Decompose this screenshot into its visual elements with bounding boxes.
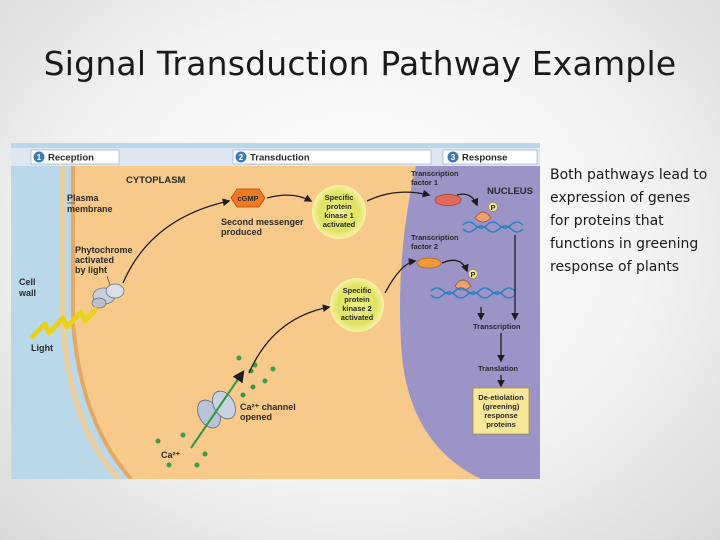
plasma-membrane-line [71,165,133,479]
kinase2-label-4: activated [341,313,374,322]
kinase1-label-4: activated [323,220,356,229]
caption-line-2: expression of genes [550,190,691,206]
phytochrome-label-3: by light [75,265,107,275]
tf2-label-1: Transcription [411,233,459,242]
response-box [472,387,530,435]
cell-wall-label-2: wall [18,288,36,298]
tf1-molecule [434,194,462,206]
dna-strand-2 [430,287,516,295]
translation-label: Translation [478,364,518,373]
caption-line-3: for proteins that [550,213,664,229]
kinase1-circle [312,185,366,239]
kinase1-label-1: Specific [325,193,354,202]
nucleus-label: NUCLEUS [487,186,533,197]
tf2-label-2: factor 2 [411,242,438,251]
ca-influx-arrow [190,370,245,449]
transcription-label: Transcription [473,322,521,331]
stage-badge-2 [235,151,247,163]
caption-line-1: Both pathways lead to [550,167,708,183]
ca-ion-label: Ca²⁺ [161,450,181,460]
stage-badge-1 [33,151,45,163]
kinase2-circle [330,278,384,332]
cell-wall-line [60,165,122,479]
caption: Both pathways lead to expression of gene… [550,164,718,279]
plasma-membrane-label-2: membrane [67,204,113,214]
kinase1-label-2: protein [326,202,352,211]
light-label: Light [31,343,53,353]
stage-label-transduction: Transduction [250,153,310,164]
tf1-bound [474,211,492,223]
phytochrome-receptor [91,283,125,309]
response-label-4: proteins [486,420,516,429]
ca-channel [197,390,236,429]
stage-badge-3 [447,151,459,163]
light-zigzag [29,306,99,340]
pathway-arrows [122,189,519,388]
kinase2-label-2: protein [344,295,370,304]
stage-number-1: 1 [37,153,42,162]
plasma-membrane-label-1: Plasma [67,193,100,203]
kinase2-label-3: kinase 2 [342,304,372,313]
tf1-label-1: Transcription [411,169,459,178]
tf2-phosphate [468,269,478,279]
tf1-phosphate [488,202,498,212]
kinase2-label-1: Specific [343,286,372,295]
tf2-molecule [416,257,442,269]
dna-strand-1 [462,221,524,229]
ca-channel-label-1: Ca²⁺ channel [240,402,296,412]
tf2-phosphate-label: P [470,270,475,279]
cgmp-label: cGMP [237,194,258,203]
ca-ions [155,355,276,468]
stage-number-3: 3 [451,153,456,162]
signal-pathway-diagram: 1 Reception 2 Transduction 3 Response CY… [11,143,540,479]
caption-line-4: functions in greening [550,236,699,252]
phytochrome-label-2: activated [75,255,114,265]
stage-label-response: Response [462,153,507,164]
slide-title: Signal Transduction Pathway Example [43,44,677,83]
second-messenger-label-1: Second messenger [221,217,304,227]
response-label-3: response [484,411,517,420]
response-label-2: (greening) [483,402,520,411]
phytochrome-label-1: Phytochrome [75,245,133,255]
tf1-phosphate-label: P [490,203,495,212]
response-label-1: De-etiolation [478,393,524,402]
tf2-bound [454,279,472,291]
cell-wall-label-1: Cell [19,277,36,287]
stage-number-2: 2 [239,153,244,162]
caption-line-5: response of plants [550,259,679,275]
second-messenger-label-2: produced [221,227,262,237]
kinase1-label-3: kinase 1 [324,211,354,220]
ca-channel-label-2: opened [240,412,272,422]
tf1-label-2: factor 1 [411,178,438,187]
cgmp-molecule [230,188,266,208]
stage-label-reception: Reception [48,153,94,164]
cytoplasm-label: CYTOPLASM [126,175,186,186]
